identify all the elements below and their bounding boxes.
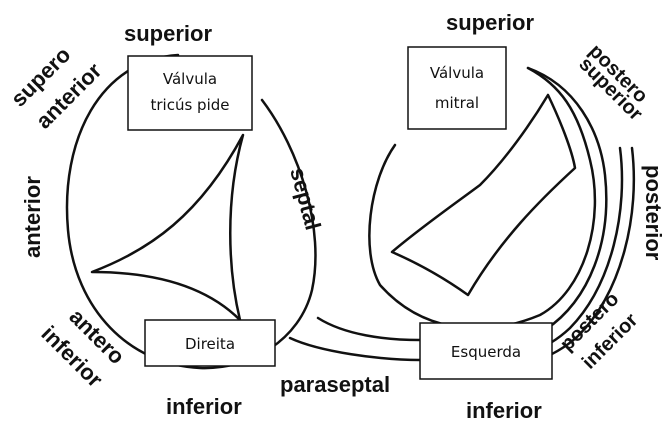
tricuspid-valve-box: Válvula tricús pide xyxy=(128,56,252,130)
tricuspid-label-septal: septal xyxy=(285,165,326,233)
tricuspid-label-anterior: anterior xyxy=(20,176,45,258)
right-side-box: Direita xyxy=(145,320,275,366)
mitral-label-posterior: posterior xyxy=(641,165,665,261)
right-side-box-label: Direita xyxy=(185,335,235,353)
mitral-box-line1: Válvula xyxy=(430,64,484,82)
left-side-box-label: Esquerda xyxy=(451,343,521,361)
paraseptal-connector-upper xyxy=(318,318,420,340)
mitral-box-line2: mitral xyxy=(435,94,479,112)
tricuspid-label-inferior: inferior xyxy=(166,394,242,419)
mitral-label-inferior: inferior xyxy=(466,398,542,421)
mitral-valve-box: Válvula mitral xyxy=(408,47,506,129)
tricuspid-box-line1: Válvula xyxy=(163,70,217,88)
tricuspid-leaflets xyxy=(92,135,243,320)
tricuspid-label-paraseptal: paraseptal xyxy=(280,372,390,397)
tricuspid-box-line2: tricús pide xyxy=(151,96,230,114)
paraseptal-connector-lower xyxy=(290,338,420,360)
mitral-label-superior: superior xyxy=(446,10,534,35)
tricuspid-label-superior: superior xyxy=(124,21,212,46)
left-side-box: Esquerda xyxy=(420,323,552,379)
